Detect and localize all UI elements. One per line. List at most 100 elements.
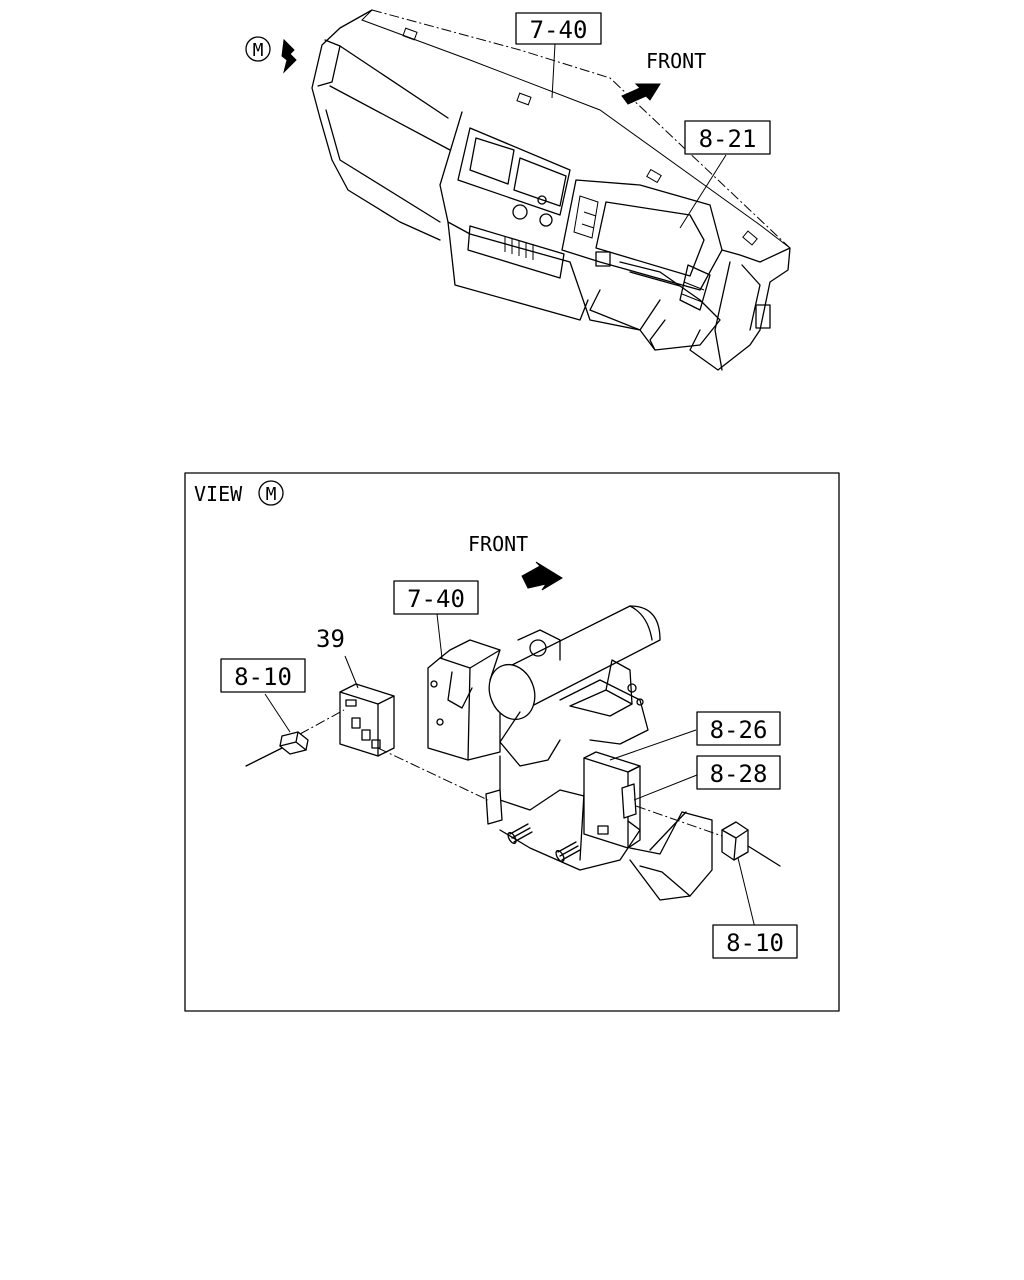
frame-post-bolt bbox=[627, 683, 637, 693]
frame-center-top bbox=[569, 689, 633, 717]
steering-column-cutout bbox=[589, 289, 721, 351]
meter-lower-button bbox=[595, 251, 611, 267]
ref-box-8-10-left bbox=[220, 658, 306, 693]
ref-label-8-26: 8-26 bbox=[710, 716, 768, 744]
dashboard-mid-contour bbox=[329, 85, 451, 151]
callout-8-26: 8-26 bbox=[609, 711, 781, 761]
relay-terminal-3 bbox=[361, 729, 371, 741]
frame-hole-1 bbox=[436, 718, 444, 726]
lower-bent-bracket-crease bbox=[649, 811, 687, 851]
frame-hole-2 bbox=[430, 680, 438, 688]
bolt-lower bbox=[555, 841, 581, 863]
front-indicator-detail: FRONT bbox=[468, 532, 563, 591]
bolt-upper bbox=[507, 823, 533, 845]
connector-left-alignment bbox=[299, 709, 345, 735]
ref-box-8-10-right bbox=[712, 924, 798, 959]
view-m-circle-top bbox=[245, 36, 271, 62]
relay-mount-tab bbox=[485, 789, 503, 825]
ref-box-7-40-detail bbox=[393, 580, 479, 615]
lower-bent-bracket-edge bbox=[639, 865, 691, 897]
connector-right-body bbox=[721, 821, 749, 861]
leader-8-10-left bbox=[264, 693, 291, 733]
meter-cluster-glass bbox=[595, 201, 705, 277]
console-knob-1 bbox=[512, 204, 528, 220]
connector-left-edges bbox=[279, 731, 307, 751]
ref-label-8-28: 8-28 bbox=[710, 760, 768, 788]
detail-view-frame bbox=[184, 472, 840, 1012]
dashboard-lower-contour bbox=[325, 109, 441, 223]
meter-switch-lines bbox=[581, 211, 597, 229]
detail-view-title: VIEW M bbox=[194, 480, 284, 506]
top-clip-3 bbox=[646, 168, 662, 184]
callout-7-40-detail: 7-40 bbox=[393, 580, 479, 659]
right-switch-panel bbox=[679, 264, 711, 311]
top-clip-4 bbox=[742, 230, 758, 246]
console-knob-3 bbox=[537, 195, 547, 205]
center-console-frame bbox=[439, 111, 661, 331]
relay-alignment-line bbox=[377, 747, 489, 801]
console-right-vent bbox=[513, 157, 567, 207]
leader-8-10-right bbox=[737, 857, 756, 929]
frame-center-post bbox=[605, 659, 633, 705]
dashboard-left-vent bbox=[317, 39, 341, 87]
right-end-inner bbox=[741, 264, 761, 331]
leader-39 bbox=[344, 655, 359, 689]
ref-box-8-28 bbox=[696, 755, 781, 790]
view-m-label-detail: M bbox=[266, 484, 277, 505]
callout-8-28: 8-28 bbox=[633, 755, 781, 801]
cross-tube-far-end bbox=[629, 605, 653, 641]
part-label-39: 39 bbox=[316, 625, 345, 653]
right-switch-lines bbox=[681, 281, 705, 303]
meter-left-switches bbox=[573, 195, 599, 239]
leader-8-21 bbox=[679, 154, 727, 229]
dashboard-top-front-line bbox=[361, 9, 791, 249]
lower-bent-bracket bbox=[629, 811, 713, 901]
console-switch-row bbox=[504, 236, 534, 260]
column-cover bbox=[649, 319, 666, 351]
leader-7-40-top bbox=[551, 43, 556, 99]
leader-8-26 bbox=[609, 729, 697, 761]
relay-terminal-4 bbox=[371, 739, 381, 749]
console-base bbox=[447, 221, 589, 321]
right-end-contour bbox=[714, 261, 731, 371]
center-console-panel bbox=[457, 127, 571, 216]
ref-box-7-40-top: 7-40 bbox=[515, 12, 602, 45]
cross-tube-end bbox=[488, 663, 536, 721]
console-lower-panel bbox=[467, 225, 565, 279]
frame-left-bracket-slot bbox=[447, 671, 473, 709]
ref-box-8-26 bbox=[696, 711, 781, 746]
ref-label-7-40-detail: 7-40 bbox=[407, 585, 465, 613]
ref-label-8-10-right: 8-10 bbox=[726, 929, 784, 957]
frame-top-mount bbox=[517, 629, 561, 661]
frame-top-bolt bbox=[529, 639, 547, 657]
dashboard-frame-detail bbox=[427, 605, 713, 901]
relay-bracket-side bbox=[627, 765, 641, 849]
view-title-text: VIEW bbox=[194, 482, 243, 506]
view-m-label-top: M bbox=[253, 40, 264, 61]
dashboard-left-edge bbox=[311, 9, 441, 241]
dashboard-right-end bbox=[689, 247, 791, 371]
frame-center-box bbox=[559, 679, 649, 745]
frame-lower-left bbox=[499, 711, 561, 767]
top-clip-2 bbox=[516, 92, 532, 106]
leader-7-40-detail bbox=[436, 613, 443, 659]
leader-8-28 bbox=[633, 774, 698, 801]
ref-label-7-40: 7-40 bbox=[530, 16, 588, 44]
front-arrow-detail-icon bbox=[521, 561, 563, 591]
console-left-vent bbox=[469, 137, 515, 185]
frame-left-bracket-edge bbox=[467, 667, 471, 761]
relay-bracket-clip bbox=[621, 783, 637, 819]
connector-right: 8-10 bbox=[635, 805, 798, 959]
dashboard-upper-contour bbox=[339, 45, 449, 119]
connector-right-alignment bbox=[635, 805, 723, 837]
relay-39: 39 bbox=[316, 625, 395, 757]
connector-right-wire bbox=[747, 845, 781, 867]
connector-left: 8-10 bbox=[220, 658, 345, 767]
front-label-top: FRONT bbox=[646, 49, 706, 73]
dashboard-top-outline bbox=[371, 9, 791, 249]
relay-terminal-1 bbox=[345, 699, 357, 707]
connector-left-wire bbox=[245, 747, 283, 767]
right-end-clip bbox=[755, 304, 771, 329]
view-direction-arrow-icon bbox=[281, 38, 297, 74]
